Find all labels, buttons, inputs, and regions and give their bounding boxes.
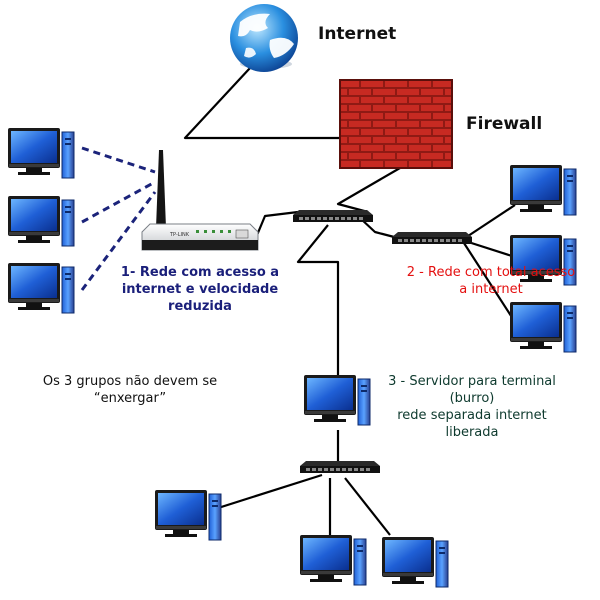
link-router-switch xyxy=(253,210,299,241)
link-switch2-pc-a xyxy=(461,204,516,241)
network-2-label: 2 - Rede com total acesso a internet xyxy=(392,264,590,298)
desktop-computer-icon xyxy=(299,534,367,586)
link-switch2-pc-c xyxy=(461,239,516,323)
network-3-label: 3 - Servidor para terminal (burro) rede … xyxy=(372,373,572,441)
firewall-label: Firewall xyxy=(466,114,543,134)
isolation-note-line-1: Os 3 grupos não devem se xyxy=(42,374,218,389)
wireless-link-bottom xyxy=(80,191,157,291)
network-switch-icon xyxy=(300,461,380,473)
internet-label: Internet xyxy=(318,24,397,44)
link-internet-firewall xyxy=(183,67,340,140)
network-switch-icon xyxy=(293,210,373,222)
network-2-line-1: 2 - Rede com total acesso xyxy=(406,265,576,280)
wireless-link-middle xyxy=(81,180,156,224)
link-firewall-switch xyxy=(336,167,401,214)
desktop-computer-icon xyxy=(509,301,577,353)
isolation-note: Os 3 grupos não devem se “enxergar” xyxy=(30,373,230,407)
network-3-line-1: 3 - Servidor para terminal xyxy=(388,374,556,389)
link-switch-switch2 xyxy=(359,217,399,240)
desktop-computer-icon xyxy=(381,536,449,588)
link-switch-lightning xyxy=(296,224,340,375)
desktop-computer-icon xyxy=(303,374,371,426)
desktop-computer-icon xyxy=(7,127,75,179)
network-1-label: 1- Rede com acesso a internet e velocida… xyxy=(110,264,290,315)
wireless-links xyxy=(80,146,157,291)
desktop-computer-icon xyxy=(7,195,75,247)
desktop-computer-icon xyxy=(509,164,577,216)
wireless-link-top xyxy=(81,146,156,174)
wireless-router-icon: TP-LINK xyxy=(141,150,259,251)
link-switch3-pc-right xyxy=(344,477,391,536)
link-switch3-pc-left xyxy=(217,473,323,510)
router-brand: TP-LINK xyxy=(169,232,190,238)
desktop-computer-icon xyxy=(7,262,75,314)
globe-icon xyxy=(230,4,298,72)
network-switch-icon xyxy=(392,232,472,244)
network-2-line-2: a internet xyxy=(459,282,523,297)
network-3-line-2: (burro) xyxy=(449,391,495,406)
network-1-line-1: 1- Rede com acesso a xyxy=(120,265,280,280)
isolation-note-line-2: “enxergar” xyxy=(93,391,167,406)
network-1-line-3: reduzida xyxy=(168,299,232,314)
connections xyxy=(183,67,516,536)
brick-wall-icon xyxy=(339,79,453,169)
desktop-computer-icon xyxy=(154,489,222,541)
network-3-line-4: liberada xyxy=(445,425,499,440)
network-1-line-2: internet e velocidade xyxy=(121,282,279,297)
network-3-line-3: rede separada internet xyxy=(397,408,547,423)
